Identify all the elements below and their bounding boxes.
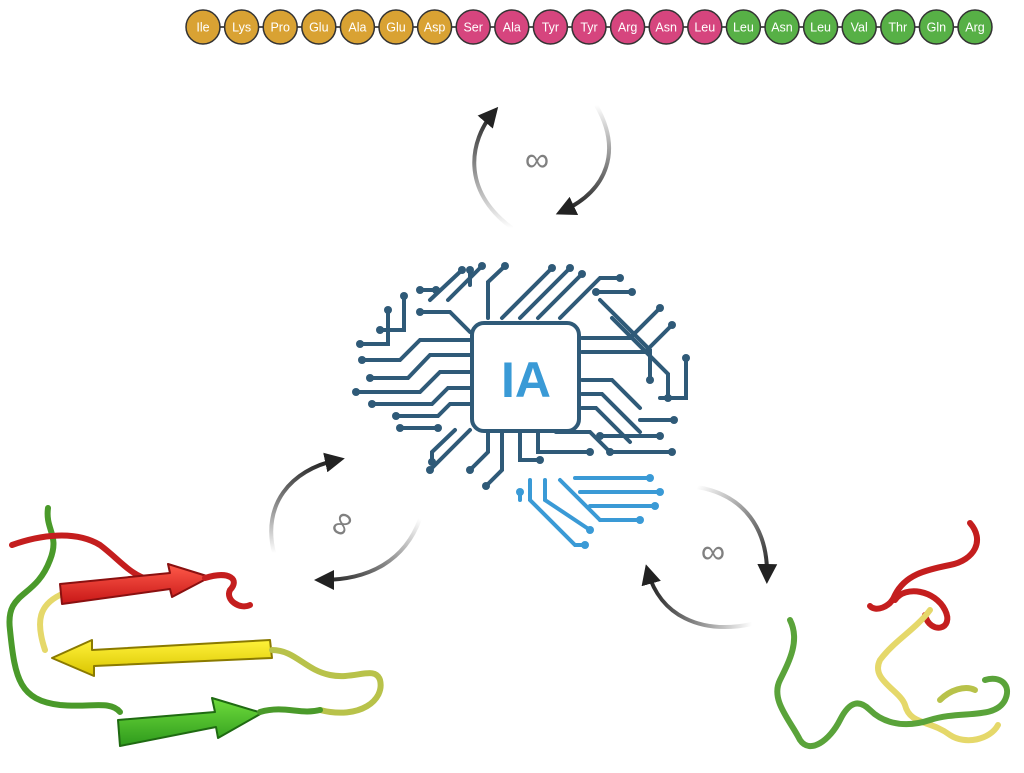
cycle-arrow-icon: ∞ [641, 485, 778, 629]
amino-acid-bead: Leu [802, 9, 839, 45]
amino-acid-label: Gln [927, 21, 947, 35]
amino-acid-bead: Asn [648, 9, 684, 45]
infinity-symbol: ∞ [525, 141, 549, 179]
amino-acid-label: Asn [771, 21, 793, 35]
amino-acid-label: Pro [270, 21, 290, 35]
amino-acid-label: Asp [424, 21, 446, 35]
amino-acid-bead: Arg [957, 9, 993, 45]
amino-acid-label: Leu [694, 21, 715, 35]
cycle-arrow-icon: ∞ [472, 104, 611, 230]
amino-acid-bead: Asn [764, 9, 800, 45]
amino-acid-label: Ile [196, 21, 209, 35]
amino-acid-bead: Ala [339, 9, 376, 45]
amino-acid-label: Glu [309, 21, 329, 35]
amino-acid-label: Arg [965, 21, 985, 35]
amino-acid-label: Leu [733, 21, 754, 35]
amino-acid-bead: Pro [262, 9, 298, 45]
infinity-symbol: ∞ [319, 503, 364, 543]
amino-acid-label: Tyr [542, 21, 559, 35]
amino-acid-bead: Lys [223, 9, 260, 45]
brain-circuit-icon [352, 262, 690, 549]
infinity-symbol: ∞ [701, 533, 725, 571]
amino-acid-sequence: Ile Lys Pro Glu Ala Glu Asp Ser Ala Tyr Tyr Arg Asn L… [185, 9, 993, 45]
amino-acid-label: Ala [503, 21, 521, 35]
amino-acid-label: Tyr [580, 21, 597, 35]
amino-acid-bead: Tyr [571, 9, 607, 45]
amino-acid-bead: Leu [725, 9, 762, 45]
amino-acid-bead: Asp [416, 9, 453, 45]
amino-acid-label: Leu [810, 21, 831, 35]
amino-acid-label: Arg [618, 21, 638, 35]
amino-acid-bead: Leu [687, 9, 723, 45]
chip-icon: IA [470, 321, 581, 433]
amino-acid-bead: Thr [880, 9, 916, 45]
center-label: IA [501, 352, 551, 408]
amino-acid-label: Glu [386, 21, 406, 35]
amino-acid-bead: Ile [185, 9, 221, 45]
amino-acid-bead: Gln [918, 9, 955, 45]
amino-acid-bead: Glu [378, 9, 414, 45]
amino-acid-label: Asn [655, 21, 677, 35]
cycle-arrow-icon: ∞ [269, 452, 422, 590]
amino-acid-bead: Glu [301, 9, 337, 45]
amino-acid-label: Ser [463, 21, 482, 35]
amino-acid-label: Val [851, 21, 868, 35]
unfolded-protein-icon [774, 520, 1010, 749]
amino-acid-bead: Tyr [532, 9, 569, 45]
amino-acid-bead: Ala [494, 9, 530, 45]
amino-acid-label: Thr [888, 21, 907, 35]
folded-protein-icon [6, 505, 384, 747]
amino-acid-bead: Arg [609, 9, 646, 45]
amino-acid-label: Ala [348, 21, 366, 35]
amino-acid-label: Lys [232, 21, 251, 35]
amino-acid-bead: Ser [455, 9, 491, 45]
amino-acid-bead: Val [841, 9, 877, 45]
